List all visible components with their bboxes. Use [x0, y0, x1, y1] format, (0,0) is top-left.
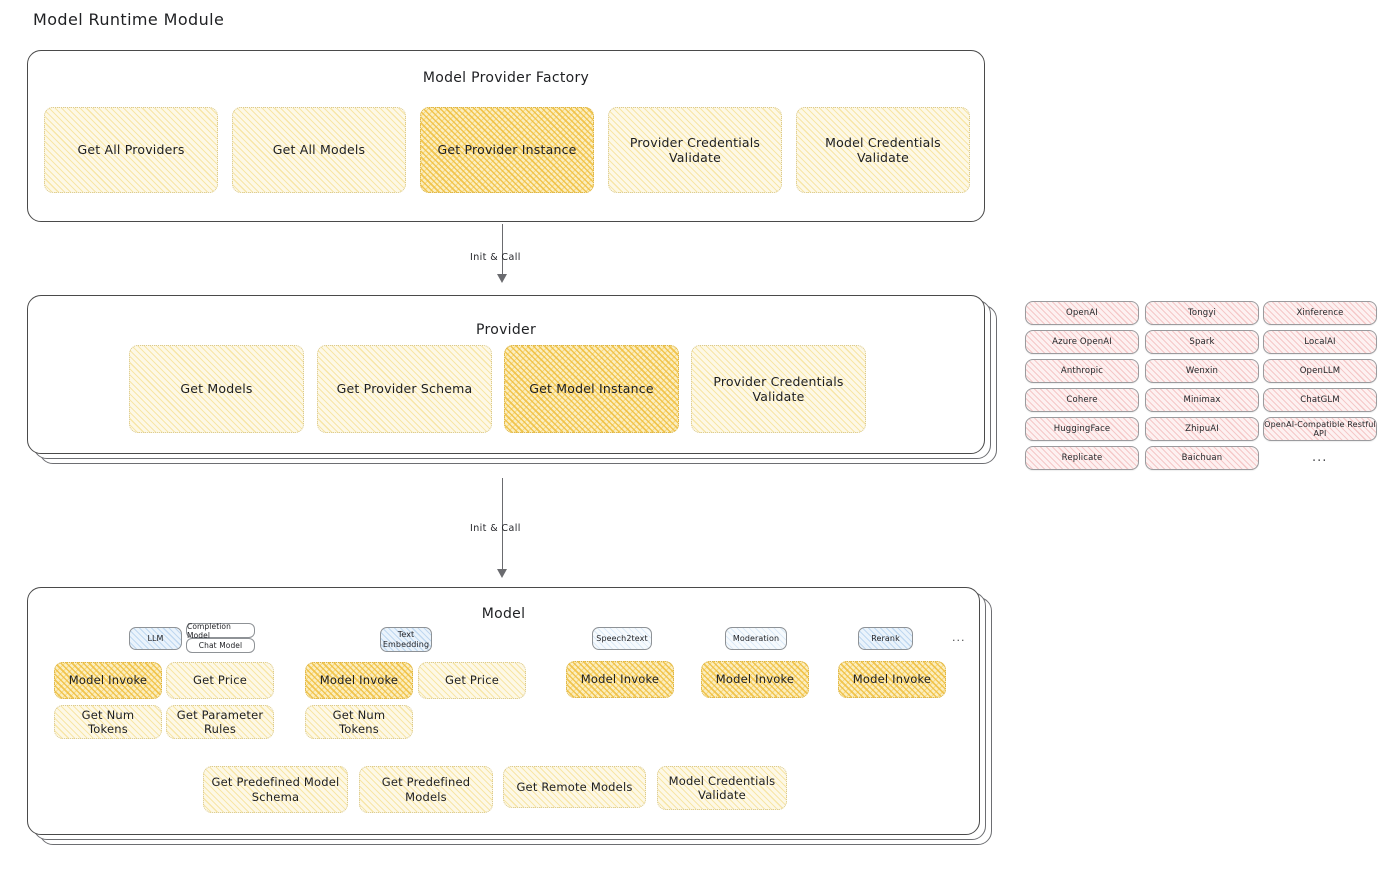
factory-title: Model Provider Factory — [422, 70, 590, 86]
factory-item-get-all-providers[interactable]: Get All Providers — [44, 107, 218, 193]
provider-chip-baichuan[interactable]: Baichuan — [1145, 446, 1259, 470]
arrow-1-head — [497, 274, 507, 283]
arrow-1-line — [502, 224, 504, 278]
moderation-method-model-invoke[interactable]: Model Invoke — [701, 661, 809, 698]
model-type-badge-rerank[interactable]: Rerank — [858, 627, 913, 650]
llm-method-get-num-tokens[interactable]: Get Num Tokens — [54, 705, 162, 739]
model-type-badge-llm[interactable]: LLM — [129, 627, 182, 650]
rerank-method-model-invoke[interactable]: Model Invoke — [838, 661, 946, 698]
provider-chip-openai[interactable]: OpenAI — [1025, 301, 1139, 325]
provider-chip-xinference[interactable]: Xinference — [1263, 301, 1377, 325]
arrow-2-line — [502, 478, 504, 572]
provider-chip-cohere[interactable]: Cohere — [1025, 388, 1139, 412]
provider-chip-anthropic[interactable]: Anthropic — [1025, 359, 1139, 383]
text-embedding-method-model-invoke[interactable]: Model Invoke — [305, 662, 413, 699]
model-shared-model-credentials-validate[interactable]: Model Credentials Validate — [657, 766, 787, 810]
arrow-2-head — [497, 569, 507, 578]
provider-list-more-ellipsis: ... — [1312, 450, 1328, 465]
text-embedding-method-get-price[interactable]: Get Price — [418, 662, 526, 699]
factory-item-get-all-models[interactable]: Get All Models — [232, 107, 406, 193]
arrow-1-label: Init & Call — [470, 252, 521, 263]
provider-item-get-model-instance[interactable]: Get Model Instance — [504, 345, 679, 433]
provider-chip-huggingface[interactable]: HuggingFace — [1025, 417, 1139, 441]
speech2text-method-model-invoke[interactable]: Model Invoke — [566, 661, 674, 698]
model-shared-get-remote-models[interactable]: Get Remote Models — [503, 766, 646, 808]
llm-method-get-parameter-rules[interactable]: Get Parameter Rules — [166, 705, 274, 739]
model-subtype-chat-model[interactable]: Chat Model — [186, 638, 255, 653]
factory-item-get-provider-instance[interactable]: Get Provider Instance — [420, 107, 594, 193]
factory-item-model-credentials-validate[interactable]: Model Credentials Validate — [796, 107, 970, 193]
page-title: Model Runtime Module — [33, 10, 225, 29]
provider-chip-chatglm[interactable]: ChatGLM — [1263, 388, 1377, 412]
provider-chip-tongyi[interactable]: Tongyi — [1145, 301, 1259, 325]
provider-chip-minimax[interactable]: Minimax — [1145, 388, 1259, 412]
model-type-badge-text-embedding[interactable]: Text Embedding — [380, 627, 432, 652]
provider-chip-openai-compatible-restful-api[interactable]: OpenAI-Compatible Restful API — [1263, 417, 1377, 441]
provider-chip-azure-openai[interactable]: Azure OpenAI — [1025, 330, 1139, 354]
provider-item-get-provider-schema[interactable]: Get Provider Schema — [317, 345, 492, 433]
model-types-more-ellipsis: ... — [952, 631, 966, 644]
provider-title: Provider — [475, 322, 537, 338]
llm-method-get-price[interactable]: Get Price — [166, 662, 274, 699]
arrow-2-label: Init & Call — [470, 523, 521, 534]
provider-chip-openllm[interactable]: OpenLLM — [1263, 359, 1377, 383]
provider-item-provider-credentials-validate[interactable]: Provider Credentials Validate — [691, 345, 866, 433]
provider-chip-zhipuai[interactable]: ZhipuAI — [1145, 417, 1259, 441]
provider-chip-spark[interactable]: Spark — [1145, 330, 1259, 354]
model-type-badge-moderation[interactable]: Moderation — [725, 627, 787, 650]
text-embedding-method-get-num-tokens[interactable]: Get Num Tokens — [305, 705, 413, 739]
provider-chip-replicate[interactable]: Replicate — [1025, 446, 1139, 470]
model-shared-get-predefined-models[interactable]: Get Predefined Models — [359, 766, 493, 813]
llm-method-model-invoke[interactable]: Model Invoke — [54, 662, 162, 699]
factory-item-provider-credentials-validate[interactable]: Provider Credentials Validate — [608, 107, 782, 193]
model-subtype-completion-model[interactable]: Completion Model — [186, 622, 255, 640]
provider-chip-wenxin[interactable]: Wenxin — [1145, 359, 1259, 383]
model-title: Model — [481, 606, 526, 622]
provider-chip-localai[interactable]: LocalAI — [1263, 330, 1377, 354]
provider-item-get-models[interactable]: Get Models — [129, 345, 304, 433]
model-shared-get-predefined-model-schema[interactable]: Get Predefined Model Schema — [203, 766, 348, 813]
model-type-badge-speech2text[interactable]: Speech2text — [592, 627, 652, 650]
